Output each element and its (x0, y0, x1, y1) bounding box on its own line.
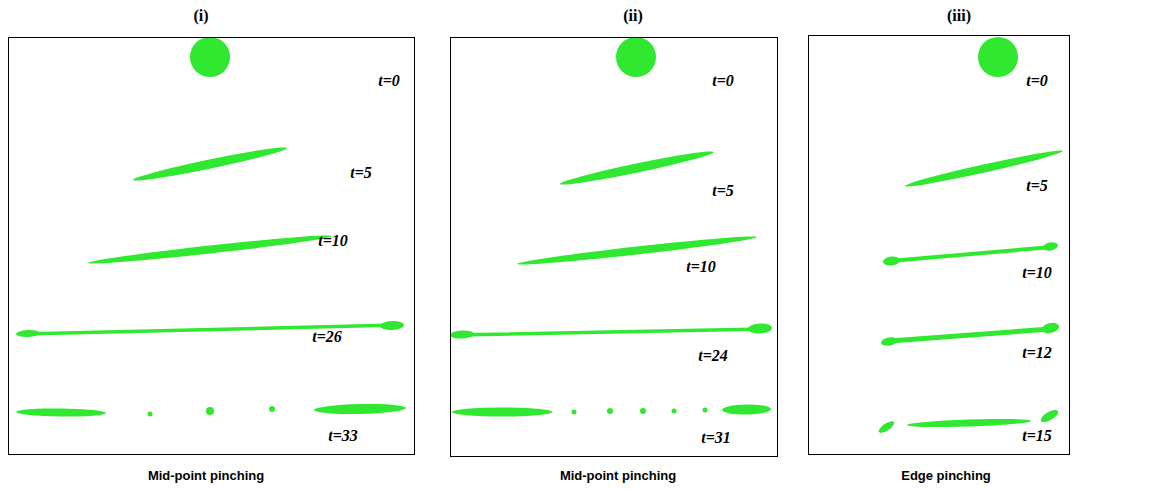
time-label: t=0 (712, 72, 734, 90)
droplet-shape (88, 232, 333, 267)
droplet-shape (16, 408, 106, 417)
time-label: t=10 (318, 232, 348, 250)
satellite-droplet (672, 409, 677, 414)
satellite-droplet (703, 408, 708, 413)
droplet-shape (877, 419, 896, 435)
satellite-droplet (269, 406, 275, 412)
droplet-shape (1042, 241, 1059, 252)
droplet-shape (1039, 408, 1060, 425)
droplet-shape (452, 408, 552, 417)
satellite-droplet (640, 408, 646, 414)
simulation-panel: (iii)t=0t=5t=10t=12t=15Edge pinching (808, 35, 1070, 455)
time-label: t=5 (350, 164, 372, 182)
droplet-shape (722, 404, 771, 415)
panel-heading: (i) (193, 7, 208, 25)
time-label: t=10 (686, 258, 716, 276)
time-label: t=33 (328, 427, 358, 445)
time-label: t=5 (1026, 177, 1048, 195)
liquid-thread (890, 329, 1050, 341)
droplet-shape (314, 403, 406, 415)
simulation-panel: (i)t=0t=5t=10t=26t=33Mid-point pinching (8, 37, 415, 455)
satellite-droplet (148, 412, 153, 417)
time-label: t=5 (712, 182, 734, 200)
droplet-shape (559, 148, 715, 189)
droplet-shape (132, 144, 288, 185)
time-label: t=0 (1026, 72, 1048, 90)
droplet-shape (1041, 321, 1060, 335)
time-label: t=0 (378, 72, 400, 90)
time-label: t=26 (312, 328, 342, 346)
panel-caption: Mid-point pinching (148, 468, 264, 483)
droplet-shape (16, 330, 40, 338)
droplet-shape (907, 418, 1031, 429)
satellite-droplet (206, 407, 214, 415)
panel-heading: (ii) (623, 7, 643, 25)
panel-caption: Mid-point pinching (560, 468, 676, 483)
panel-caption: Edge pinching (901, 468, 991, 483)
satellite-droplet (978, 37, 1018, 77)
time-label: t=12 (1022, 344, 1052, 362)
time-label: t=15 (1022, 427, 1052, 445)
droplet-shape (748, 323, 772, 334)
time-label: t=24 (698, 347, 728, 365)
liquid-thread (456, 329, 766, 335)
time-label: t=10 (1022, 264, 1052, 282)
simulation-panel: (ii)t=0t=5t=10t=24t=31Mid-point pinching (450, 37, 778, 457)
droplet-shape (450, 330, 474, 339)
satellite-droplet (607, 408, 613, 414)
droplet-shape (517, 233, 758, 268)
time-label: t=31 (701, 429, 731, 447)
satellite-droplet (572, 410, 577, 415)
liquid-thread (890, 247, 1052, 261)
droplet-shape (380, 321, 404, 331)
droplet-shape (880, 336, 898, 347)
satellite-droplet (616, 37, 656, 77)
panel-heading: (iii) (947, 7, 971, 25)
droplet-shape (882, 256, 900, 267)
satellite-droplet (190, 37, 230, 77)
